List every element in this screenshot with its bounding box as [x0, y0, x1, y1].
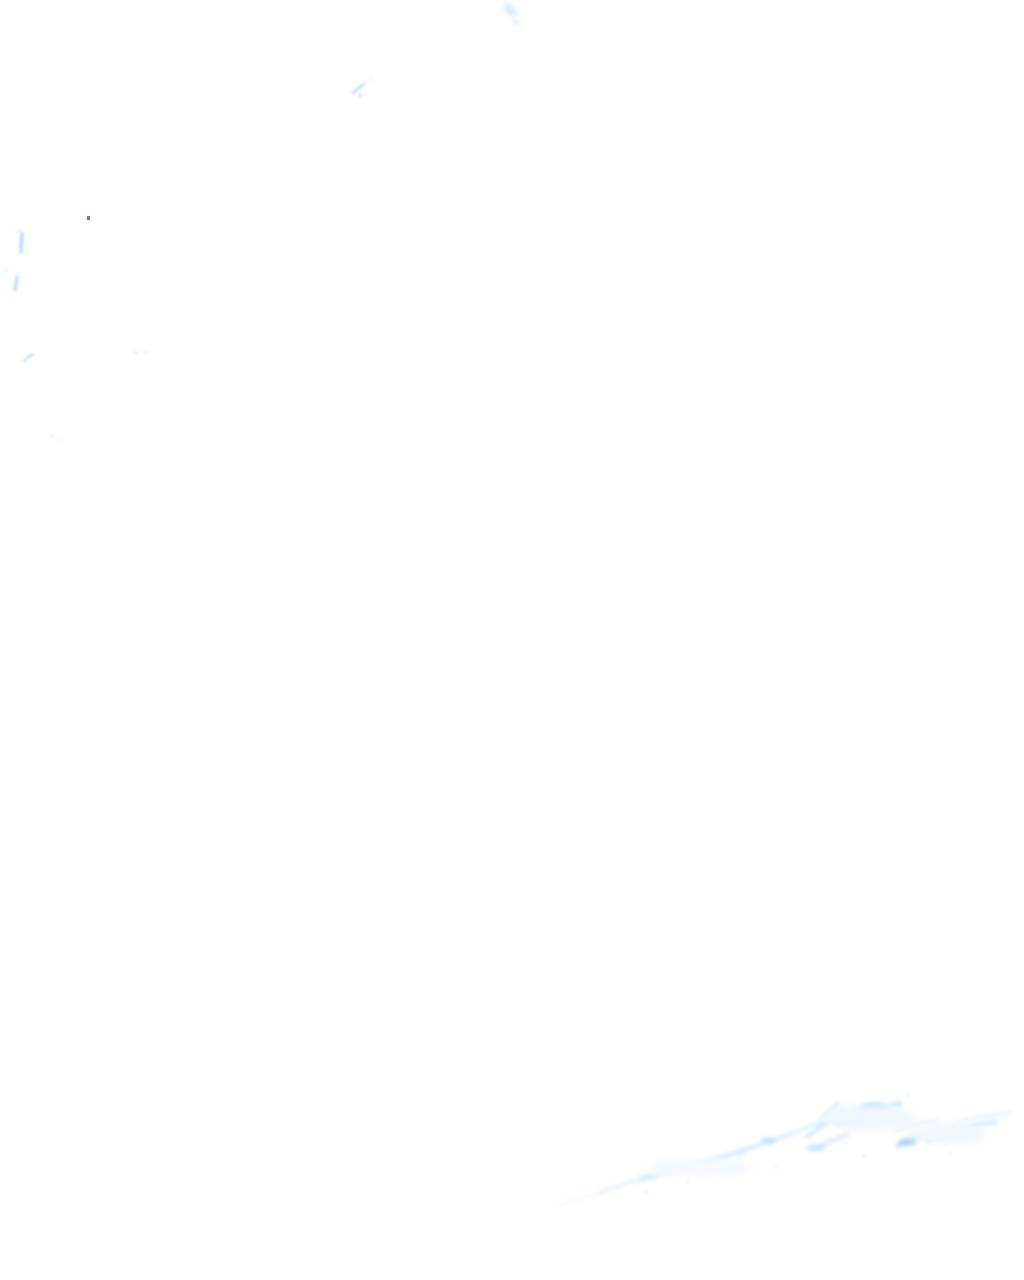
blank-canvas-page: Blank white canvas with faint light-blue…: [0, 0, 1024, 1280]
canvas-surface[interactable]: [0, 0, 1024, 1280]
